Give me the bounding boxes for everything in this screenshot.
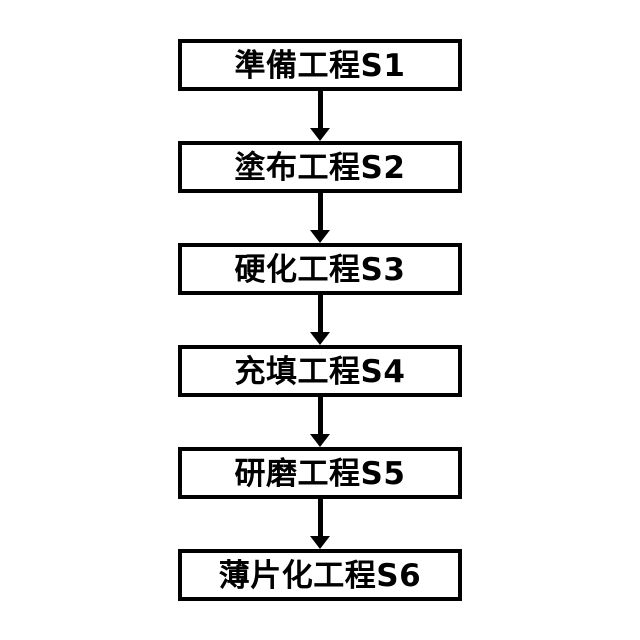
down-arrow-icon (306, 295, 334, 345)
flow-step-s2: 塗布工程S2 (178, 141, 462, 193)
flow-step-s4: 充填工程S4 (178, 345, 462, 397)
flow-step-s3-label: 硬化工程S3 (234, 251, 406, 288)
arrow-head (310, 536, 330, 549)
flow-step-s5-label: 研磨工程S5 (234, 455, 406, 492)
flow-step-s1: 準備工程S1 (178, 39, 462, 91)
arrow-stem (317, 295, 323, 332)
arrow-head (310, 434, 330, 447)
down-arrow-icon (306, 499, 334, 549)
arrow-head (310, 128, 330, 141)
down-arrow-icon (306, 91, 334, 141)
arrow-stem (317, 91, 323, 128)
arrow-stem (317, 499, 323, 536)
flow-step-s3: 硬化工程S3 (178, 243, 462, 295)
down-arrow-icon (306, 193, 334, 243)
flow-step-s1-label: 準備工程S1 (234, 47, 406, 84)
arrow-stem (317, 193, 323, 230)
arrow-stem (317, 397, 323, 434)
arrow-head (310, 230, 330, 243)
flow-step-s4-label: 充填工程S4 (234, 353, 406, 390)
flow-step-s2-label: 塗布工程S2 (234, 149, 406, 186)
down-arrow-icon (306, 397, 334, 447)
arrow-head (310, 332, 330, 345)
flow-step-s6: 薄片化工程S6 (178, 549, 462, 601)
flow-step-s5: 研磨工程S5 (178, 447, 462, 499)
flow-step-s6-label: 薄片化工程S6 (218, 557, 422, 594)
